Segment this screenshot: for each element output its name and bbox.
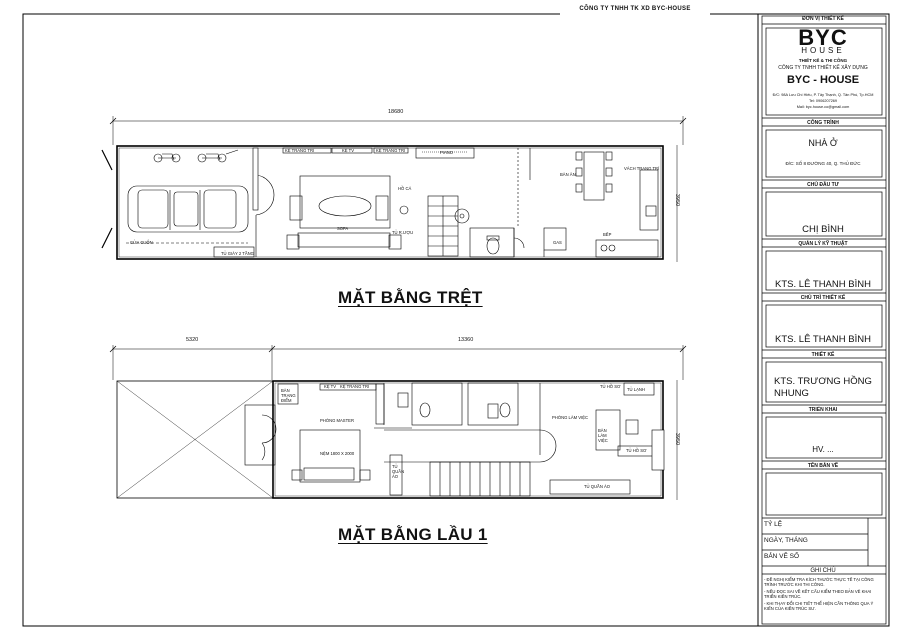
note-1: - ĐỀ NGHỊ KIỂM TRA KÍCH THƯỚC THỰC TẾ TẠ… bbox=[764, 577, 874, 588]
header-trien-khai: TRIỂN KHAI bbox=[808, 407, 838, 413]
byc-logo: BYC bbox=[798, 25, 848, 50]
house-logo: HOUSE bbox=[801, 46, 845, 55]
label-vach-trang-tri: VÁCH TRANG TRÍ bbox=[624, 166, 660, 171]
label-ngay-thang: NGÀY, THÁNG bbox=[764, 537, 808, 544]
label-ke-tv: KỆ TV bbox=[342, 148, 355, 153]
trien-khai-value: HV. ... bbox=[812, 445, 834, 454]
title-block: ĐƠN VỊ THIẾT KẾ BYC HOUSE THIẾT KẾ & THI… bbox=[760, 14, 886, 626]
label-ban-ve-so: BẢN VẼ SỐ bbox=[764, 553, 800, 560]
label-ho-ca: HỒ CÁ bbox=[398, 186, 412, 191]
thiet-ke-value: KTS. TRƯƠNG HỒNG NHUNG bbox=[774, 376, 872, 399]
brand-name: BYC - HOUSE bbox=[786, 74, 860, 86]
label-nem: NỆM 1800 X 2000 bbox=[320, 451, 355, 456]
label-ke-tv-1: KỆ TV bbox=[324, 384, 337, 389]
note-3: - KHI THAY ĐỔI CHI TIẾT THỂ HIỆN CẦN THÔ… bbox=[764, 601, 874, 612]
label-tu-giay: TỦ GIÀY 2 TẦNG bbox=[221, 251, 254, 256]
label-sofa: SOFA bbox=[337, 226, 349, 231]
label-ban-lam-viec: BÀN LÀM VIỆC bbox=[598, 428, 608, 443]
label-phong-master: PHÒNG MASTER bbox=[320, 418, 354, 423]
title-first-floor: MẶT BẰNG LẦU 1 bbox=[338, 525, 488, 544]
company-full-name: CÔNG TY TNHH THIẾT KẾ XÂY DỰNG bbox=[778, 65, 868, 71]
header-ten-ban-ve: TÊN BẢN VẼ bbox=[807, 463, 839, 469]
label-tu-quan-ao-1: TỦ QUẦN ÁO bbox=[392, 464, 405, 479]
label-piano: PIANO bbox=[440, 150, 454, 155]
label-cua-cuon: CỬA CUỐN bbox=[130, 240, 153, 245]
label-ty-le: TỶ LỆ bbox=[764, 521, 783, 528]
first-floor-plan bbox=[109, 345, 687, 500]
label-phong-lam-viec: PHÒNG LÀM VIỆC bbox=[552, 415, 589, 420]
cong-trinh-address: Đ/C: SỐ 8 ĐƯỜNG 40, Q. THỦ ĐỨC bbox=[785, 161, 861, 166]
header-don-vi: ĐƠN VỊ THIẾT KẾ bbox=[802, 16, 844, 22]
header-chu-dau-tu: CHỦ ĐẦU TƯ bbox=[807, 182, 839, 188]
title-block-frame bbox=[761, 15, 887, 625]
header-quan-ly: QUẢN LÝ KỸ THUẬT bbox=[798, 241, 848, 247]
label-tu-quan-ao-2: TỦ QUẦN ÁO bbox=[584, 484, 611, 489]
label-tu-lanh: TỦ LẠNH bbox=[627, 387, 645, 392]
label-ban-trang-diem: BÀN TRANG ĐIỂM bbox=[281, 388, 296, 403]
header-thiet-ke: THIẾT KẾ bbox=[811, 352, 835, 358]
label-tu-ho-so-1: TỦ HỒ SƠ bbox=[600, 384, 621, 389]
note-2: - NẾU ĐỌC SAI VỀ KẾT CẤU KIỂM THEO BẢN V… bbox=[764, 589, 872, 600]
label-ban-an: BÀN ĂN bbox=[560, 172, 576, 177]
label-ke-trang-tri-f1: KỆ TRANG TRÍ bbox=[340, 384, 370, 389]
header-cong-trinh: CÔNG TRÌNH bbox=[807, 120, 839, 126]
company-header: CÔNG TY TNHH TK XD BYC-HOUSE bbox=[579, 6, 691, 12]
label-bep: BẾP bbox=[603, 232, 612, 237]
ground-dim-depth: 3950 bbox=[674, 193, 681, 207]
ground-dim-total: 18680 bbox=[388, 109, 404, 115]
label-ke-trang-tri-2: KỆ TRANG TRÍ bbox=[376, 148, 406, 153]
label-tu-ruou: TỦ R.ƯỢU bbox=[392, 230, 414, 235]
title-ground-floor: MẶT BẰNG TRỆT bbox=[338, 288, 483, 307]
ground-floor-plan bbox=[101, 116, 687, 262]
company-phone: Tel: 0906207269 bbox=[808, 99, 838, 103]
label-gas: GAS bbox=[553, 240, 562, 245]
cong-trinh-value: NHÀ Ở bbox=[808, 138, 838, 148]
header-ghi-chu: GHI CHÚ bbox=[810, 568, 836, 574]
company-email: Mail: byc.house.co@gmail.com bbox=[796, 105, 850, 109]
chu-dau-tu-value: CHỊ BÌNH bbox=[802, 224, 844, 235]
header-chu-tri: CHỦ TRÌ THIẾT KẾ bbox=[800, 295, 846, 301]
floor1-dim-right: 13360 bbox=[458, 337, 474, 343]
label-ke-trang-tri-1: KỆ TRANG TRÍ bbox=[285, 148, 315, 153]
floor1-dim-left: 5320 bbox=[186, 337, 199, 343]
floor1-dim-depth: 3950 bbox=[674, 432, 681, 446]
logo-tagline: THIẾT KẾ & THI CÔNG bbox=[798, 58, 848, 63]
label-tu-ho-so-2: TỦ HỒ SƠ bbox=[626, 448, 647, 453]
chu-tri-value: KTS. LÊ THANH BÌNH bbox=[775, 334, 871, 345]
company-address: Đ/C: 98A Lưu Chí Hiếu, P. Tây Thạnh, Q. … bbox=[772, 93, 874, 97]
quan-ly-value: KTS. LÊ THANH BÌNH bbox=[775, 279, 871, 290]
